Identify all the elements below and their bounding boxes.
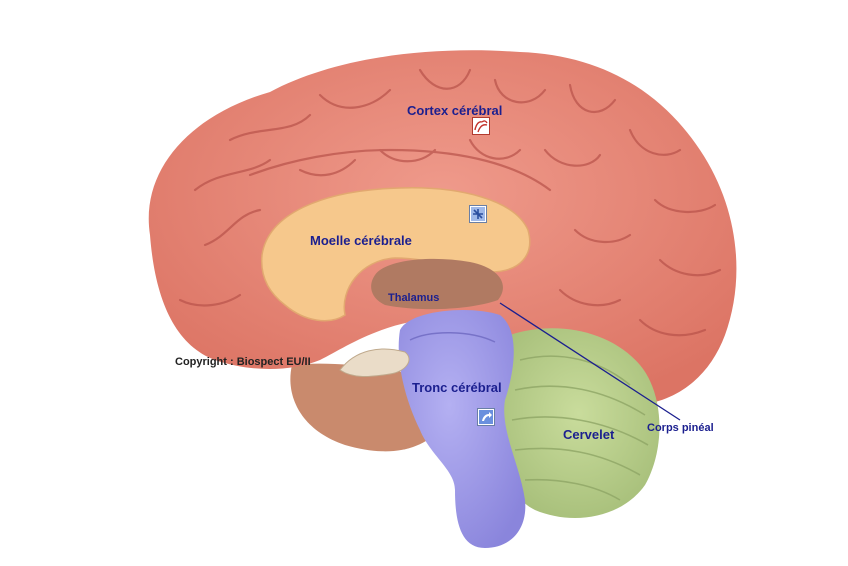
label-cortex-cerebral[interactable]: Cortex cérébral xyxy=(407,103,503,118)
label-cervelet[interactable]: Cervelet xyxy=(563,427,615,442)
temporal-lobe xyxy=(290,363,440,452)
label-moelle-cerebrale[interactable]: Moelle cérébrale xyxy=(310,233,412,248)
moelle-link-icon[interactable] xyxy=(469,205,487,223)
cerebellum-region xyxy=(497,328,660,518)
cerebellum-folia xyxy=(511,355,649,501)
pineal-pointer xyxy=(499,302,681,421)
label-tronc-cerebral[interactable]: Tronc cérébral xyxy=(412,380,502,395)
cortex-sulci xyxy=(178,68,722,337)
cortex-link-icon[interactable] xyxy=(472,117,490,135)
thalamus-region xyxy=(371,258,503,310)
brain-stem-region xyxy=(398,310,526,548)
copyright-text: Copyright : Biospect EU/II xyxy=(175,356,311,368)
optic-nerve xyxy=(339,348,410,377)
label-thalamus[interactable]: Thalamus xyxy=(388,292,440,304)
label-corps-pineal[interactable]: Corps pinéal xyxy=(647,422,714,434)
tronc-link-icon[interactable] xyxy=(477,408,495,426)
